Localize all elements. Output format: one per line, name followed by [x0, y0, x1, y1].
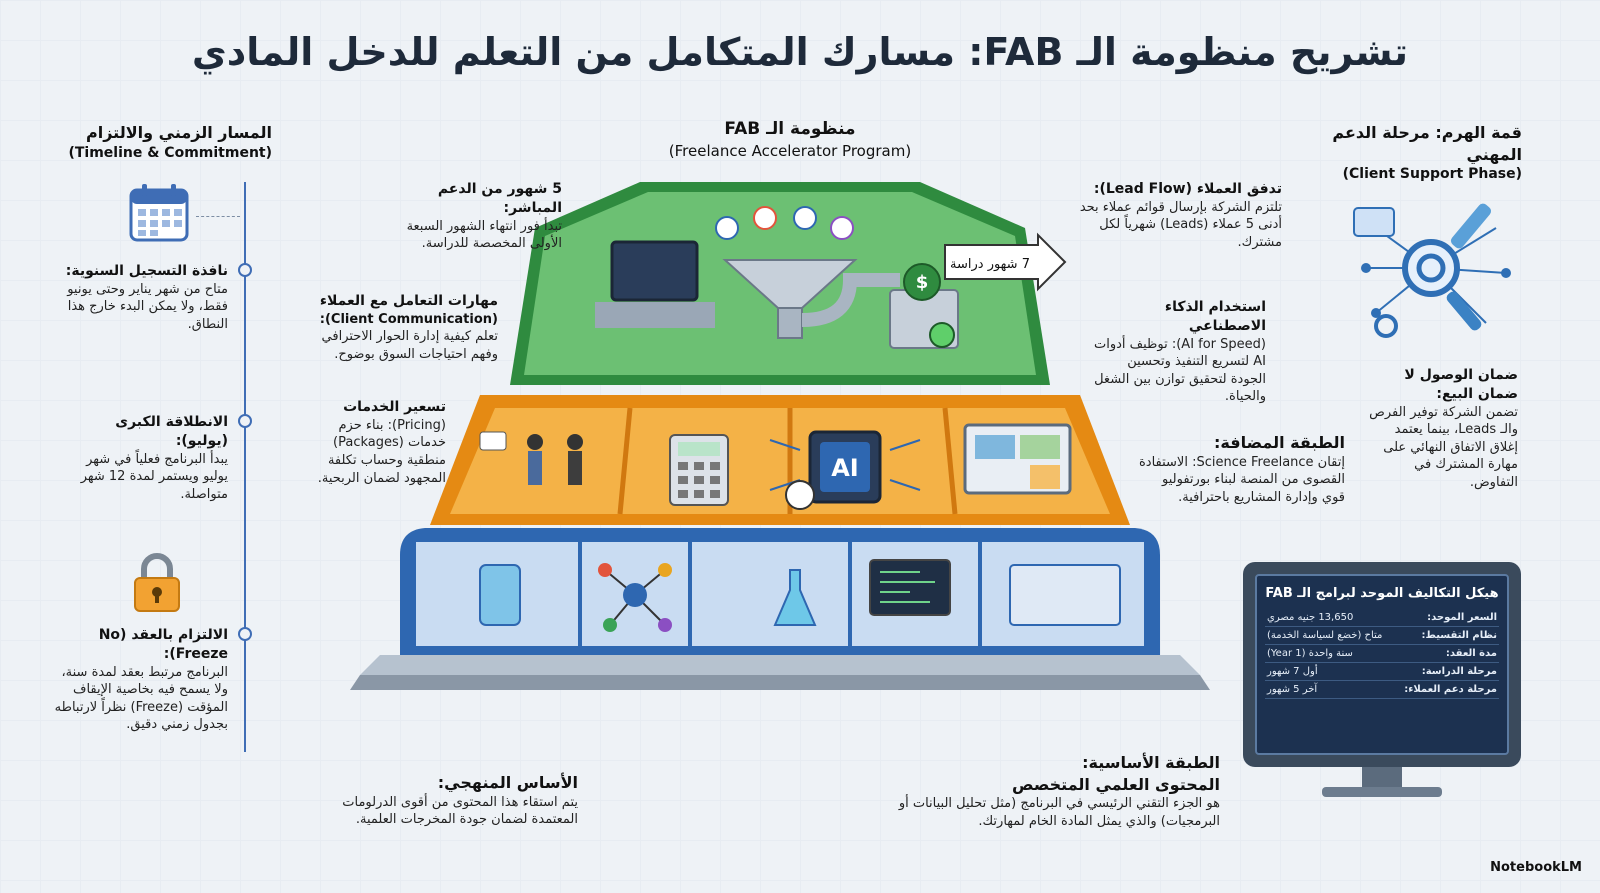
notebooklm-logo: NotebookLM — [1490, 860, 1582, 875]
lab-tube-icon — [479, 564, 521, 626]
cost-monitor: هيكل التكاليف الموحد لبرامج الـ FAB السع… — [1243, 562, 1521, 767]
contract-title: الالتزام بالعقد (No Freeze): — [98, 627, 228, 662]
registration-window-note: نافذة التسجيل السنوية: متاح من شهر يناير… — [60, 262, 228, 334]
client-communication-subtitle: (Client Communication): — [319, 311, 498, 327]
methodology-text: يتم استقاء هذا المحتوى من أقوى الدرلومات… — [342, 794, 578, 828]
lead-avatars — [715, 206, 854, 240]
contract-note: الالتزام بالعقد (No Freeze): البرنامج مر… — [50, 626, 228, 734]
code-monitor-icon — [869, 559, 951, 616]
flask-icon — [773, 569, 817, 626]
pipe-icon — [801, 273, 900, 327]
cost-row-key: مرحلة الدراسة: — [1421, 666, 1497, 677]
connector-line — [196, 216, 240, 217]
left-header: المسار الزمني والالتزام (Timeline & Comm… — [62, 122, 272, 162]
right-header-subtitle: (Client Support Phase) — [1342, 166, 1522, 183]
client-communication-title: مهارات التعامل مع العملاء — [319, 293, 498, 309]
dollar-sign: $ — [916, 272, 929, 293]
ai-chip-icon — [769, 430, 921, 504]
pricing-text: (Pricing): بناء حزم خدمات (Packages) منط… — [317, 417, 446, 486]
lead-flow-note: تدفق العملاء (Lead Flow): تلتزم الشركة ب… — [1056, 180, 1282, 252]
client-communication-note: مهارات التعامل مع العملاء (Client Commun… — [298, 292, 498, 364]
methodology-note: الأساس المنهجي: يتم استقاء هذا المحتوى م… — [306, 772, 578, 829]
added-layer-title: الطبقة المضافة: — [1214, 433, 1345, 452]
right-header-title: قمة الهرم: مرحلة الدعم المهني — [1332, 123, 1522, 164]
launch-note: الانطلاقة الكبرى (يوليو): يبدأ البرنامج … — [60, 413, 228, 503]
contract-text: البرنامج مرتبط بعقد لمدة سنة، ولا يسمح ف… — [54, 664, 228, 733]
left-header-subtitle: (Timeline & Commitment) — [68, 144, 272, 161]
lab-bench-icon — [1009, 564, 1121, 626]
lead-flow-text: تلتزم الشركة بإرسال قوائم عملاء بحد أدنى… — [1079, 199, 1282, 250]
molecule-icon — [598, 563, 672, 632]
cost-table: هيكل التكاليف الموحد لبرامج الـ FAB السع… — [1255, 574, 1509, 755]
base-platform — [350, 675, 1210, 690]
guarantee-text: تضمن الشركة توفير الفرص والـ Leads، بينم… — [1369, 404, 1518, 490]
support-months-note: 5 شهور من الدعم المباشر: تبدأ فور انتهاء… — [378, 180, 562, 253]
guarantee-note: ضمان الوصول لا ضمان البيع: تضمن الشركة ت… — [1368, 366, 1518, 492]
center-header-title: منظومة الـ FAB — [724, 119, 856, 139]
ai-speed-title: استخدام الذكاء الاصطناعي — [1164, 299, 1266, 334]
timeline-dot — [238, 627, 252, 641]
study-arrow — [944, 232, 1067, 292]
added-layer-text: إتقان Science Freelance: الاستفادة القصو… — [1138, 454, 1345, 505]
ai-speed-text: (AI for Speed): توظيف أدوات AI لتسريع ال… — [1093, 336, 1266, 405]
pricing-note: تسعير الخدمات (Pricing): بناء حزم خدمات … — [298, 398, 446, 487]
cost-row-value: آخر 5 شهور — [1267, 684, 1318, 695]
timeline-dot — [238, 414, 252, 428]
page-title: تشريح منظومة الـ FAB: مسارك المتكامل من … — [191, 30, 1409, 74]
handshake-icon — [479, 431, 583, 485]
center-header-subtitle: (Freelance Accelerator Program) — [668, 141, 912, 160]
timeline-dot — [238, 263, 252, 277]
base-layer-title: الطبقة الأساسية: — [1082, 753, 1220, 772]
cost-row-value: 13,650 جنيه مصري — [1267, 612, 1354, 623]
added-layer-note: الطبقة المضافة: إتقان Science Freelance:… — [1135, 432, 1345, 506]
client-communication-text: تعلم كيفية إدارة الحوار الاحترافي وفهم ا… — [321, 329, 498, 362]
table-row: مرحلة الدراسة: أول 7 شهور — [1265, 663, 1499, 681]
pricing-title: تسعير الخدمات — [343, 399, 446, 415]
table-row: مرحلة دعم العملاء: آخر 5 شهور — [1265, 681, 1499, 699]
support-months-text: تبدأ فور انتهاء الشهور السبعة الأولى الم… — [406, 218, 562, 252]
support-months-title: 5 شهور من الدعم المباشر: — [437, 181, 562, 216]
timeline-line — [244, 182, 246, 752]
ai-chip-label: AI — [831, 454, 859, 482]
center-header: منظومة الـ FAB (Freelance Accelerator Pr… — [640, 118, 940, 161]
ai-speed-note: استخدام الذكاء الاصطناعي (AI for Speed):… — [1090, 298, 1266, 406]
study-arrow-label: 7 شهور دراسة — [950, 257, 1030, 272]
launch-title: الانطلاقة الكبرى (يوليو): — [115, 414, 228, 449]
clock-icon — [785, 480, 815, 510]
cost-row-value: متاح (خضع لسياسة الخدمة) — [1267, 630, 1383, 641]
cost-row-key: السعر الموحد: — [1427, 612, 1497, 623]
cost-row-key: مدة العقد: — [1445, 648, 1497, 659]
lock-icon — [134, 553, 180, 612]
methodology-title: الأساس المنهجي: — [437, 773, 578, 792]
registration-title: نافذة التسجيل السنوية: — [65, 263, 228, 279]
monitor-base — [1322, 787, 1442, 797]
cost-row-value: سنة واحدة (1 Year) — [1267, 648, 1353, 659]
table-row: السعر الموحد: 13,650 جنيه مصري — [1265, 609, 1499, 627]
money-bag-icon — [903, 263, 941, 301]
table-row: نظام التقسيط: متاح (خضع لسياسة الخدمة) — [1265, 627, 1499, 645]
left-header-title: المسار الزمني والالتزام — [86, 123, 272, 142]
check-icon — [929, 322, 955, 348]
pyramid-illustration: AI $ 7 شهور دراسة — [350, 182, 1210, 690]
launch-text: يبدأ البرنامج فعلياً في شهر يوليو ويستمر… — [80, 451, 228, 502]
guarantee-title: ضمان الوصول لا ضمان البيع: — [1404, 367, 1518, 402]
cost-row-key: نظام التقسيط: — [1421, 630, 1498, 641]
registration-text: متاح من شهر يناير وحتى يونيو فقط، ولا يم… — [67, 281, 228, 332]
cost-row-key: مرحلة دعم العملاء: — [1404, 684, 1497, 695]
base-layer-subtitle: المحتوى العلمي المتخصص — [1012, 774, 1220, 794]
lead-flow-title: تدفق العملاء (Lead Flow): — [1093, 181, 1282, 197]
support-network-icon — [1353, 203, 1511, 338]
base-layer-note: الطبقة الأساسية: المحتوى العلمي المتخصص … — [890, 752, 1220, 830]
calendar-icon — [129, 184, 189, 242]
monitor-stand — [1362, 767, 1402, 789]
base-platform-top — [360, 655, 1200, 675]
cost-table-title: هيكل التكاليف الموحد لبرامج الـ FAB — [1265, 586, 1499, 601]
base-layer-text: هو الجزء التقني الرئيسي في البرنامج (مثل… — [898, 796, 1220, 829]
workstation-icon — [610, 240, 699, 302]
table-row: مدة العقد: سنة واحدة (1 Year) — [1265, 645, 1499, 663]
right-header: قمة الهرم: مرحلة الدعم المهني (Client Su… — [1290, 122, 1522, 184]
cost-row-value: أول 7 شهور — [1267, 666, 1318, 677]
